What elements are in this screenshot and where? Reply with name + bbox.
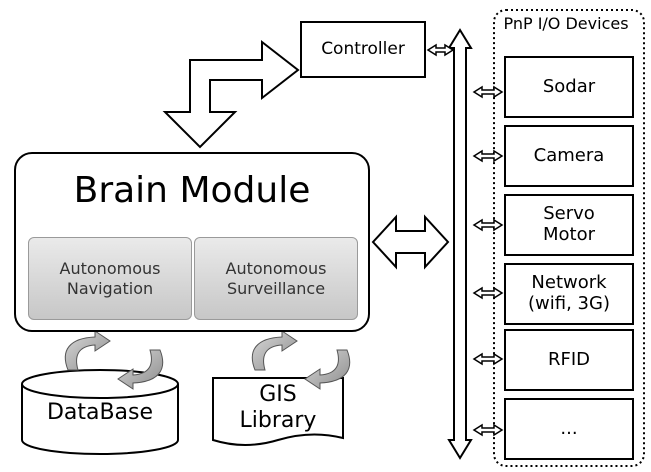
- device-camera: Camera: [504, 125, 634, 187]
- controller-brain-arrow: [162, 39, 300, 149]
- device-more-label: ...: [560, 417, 578, 439]
- nav-db-cycle-arrows: [64, 330, 164, 390]
- system-bus: [447, 28, 473, 460]
- controller-box: Controller: [300, 21, 426, 78]
- autonomous-navigation-label: Autonomous Navigation: [59, 258, 161, 298]
- pnp-enclosure: [493, 9, 645, 467]
- controller-bus-arrow: [426, 43, 455, 57]
- controller-label: Controller: [321, 38, 405, 59]
- device-rfid-label: RFID: [547, 348, 591, 370]
- device-servo-motor-label: Servo Motor: [542, 203, 595, 245]
- database-label: DataBase: [46, 400, 154, 425]
- device-sodar-label: Sodar: [542, 75, 596, 97]
- device-servo-motor: Servo Motor: [504, 194, 634, 256]
- device-bus-arrows: [472, 85, 504, 437]
- surv-gis-cycle-arrows: [251, 330, 351, 390]
- autonomous-navigation-module: Autonomous Navigation: [28, 237, 192, 320]
- device-rfid: RFID: [504, 329, 634, 391]
- device-more: ...: [504, 398, 634, 460]
- gis-library-shape: [212, 377, 344, 446]
- autonomous-surveillance-module: Autonomous Surveillance: [194, 237, 358, 320]
- device-camera-label: Camera: [533, 144, 605, 166]
- brain-module-box: Brain Module Autonomous Navigation Auton…: [14, 152, 370, 332]
- device-network: Network (wifi, 3G): [504, 263, 634, 325]
- gis-library-label: GIS Library: [239, 382, 317, 434]
- brain-module-title: Brain Module: [73, 170, 311, 211]
- device-sodar: Sodar: [504, 56, 634, 118]
- autonomous-surveillance-label: Autonomous Surveillance: [225, 258, 327, 298]
- device-network-label: Network (wifi, 3G): [528, 272, 610, 314]
- pnp-devices-title: PnP I/O Devices: [503, 14, 629, 33]
- brain-bus-arrow: [371, 214, 450, 270]
